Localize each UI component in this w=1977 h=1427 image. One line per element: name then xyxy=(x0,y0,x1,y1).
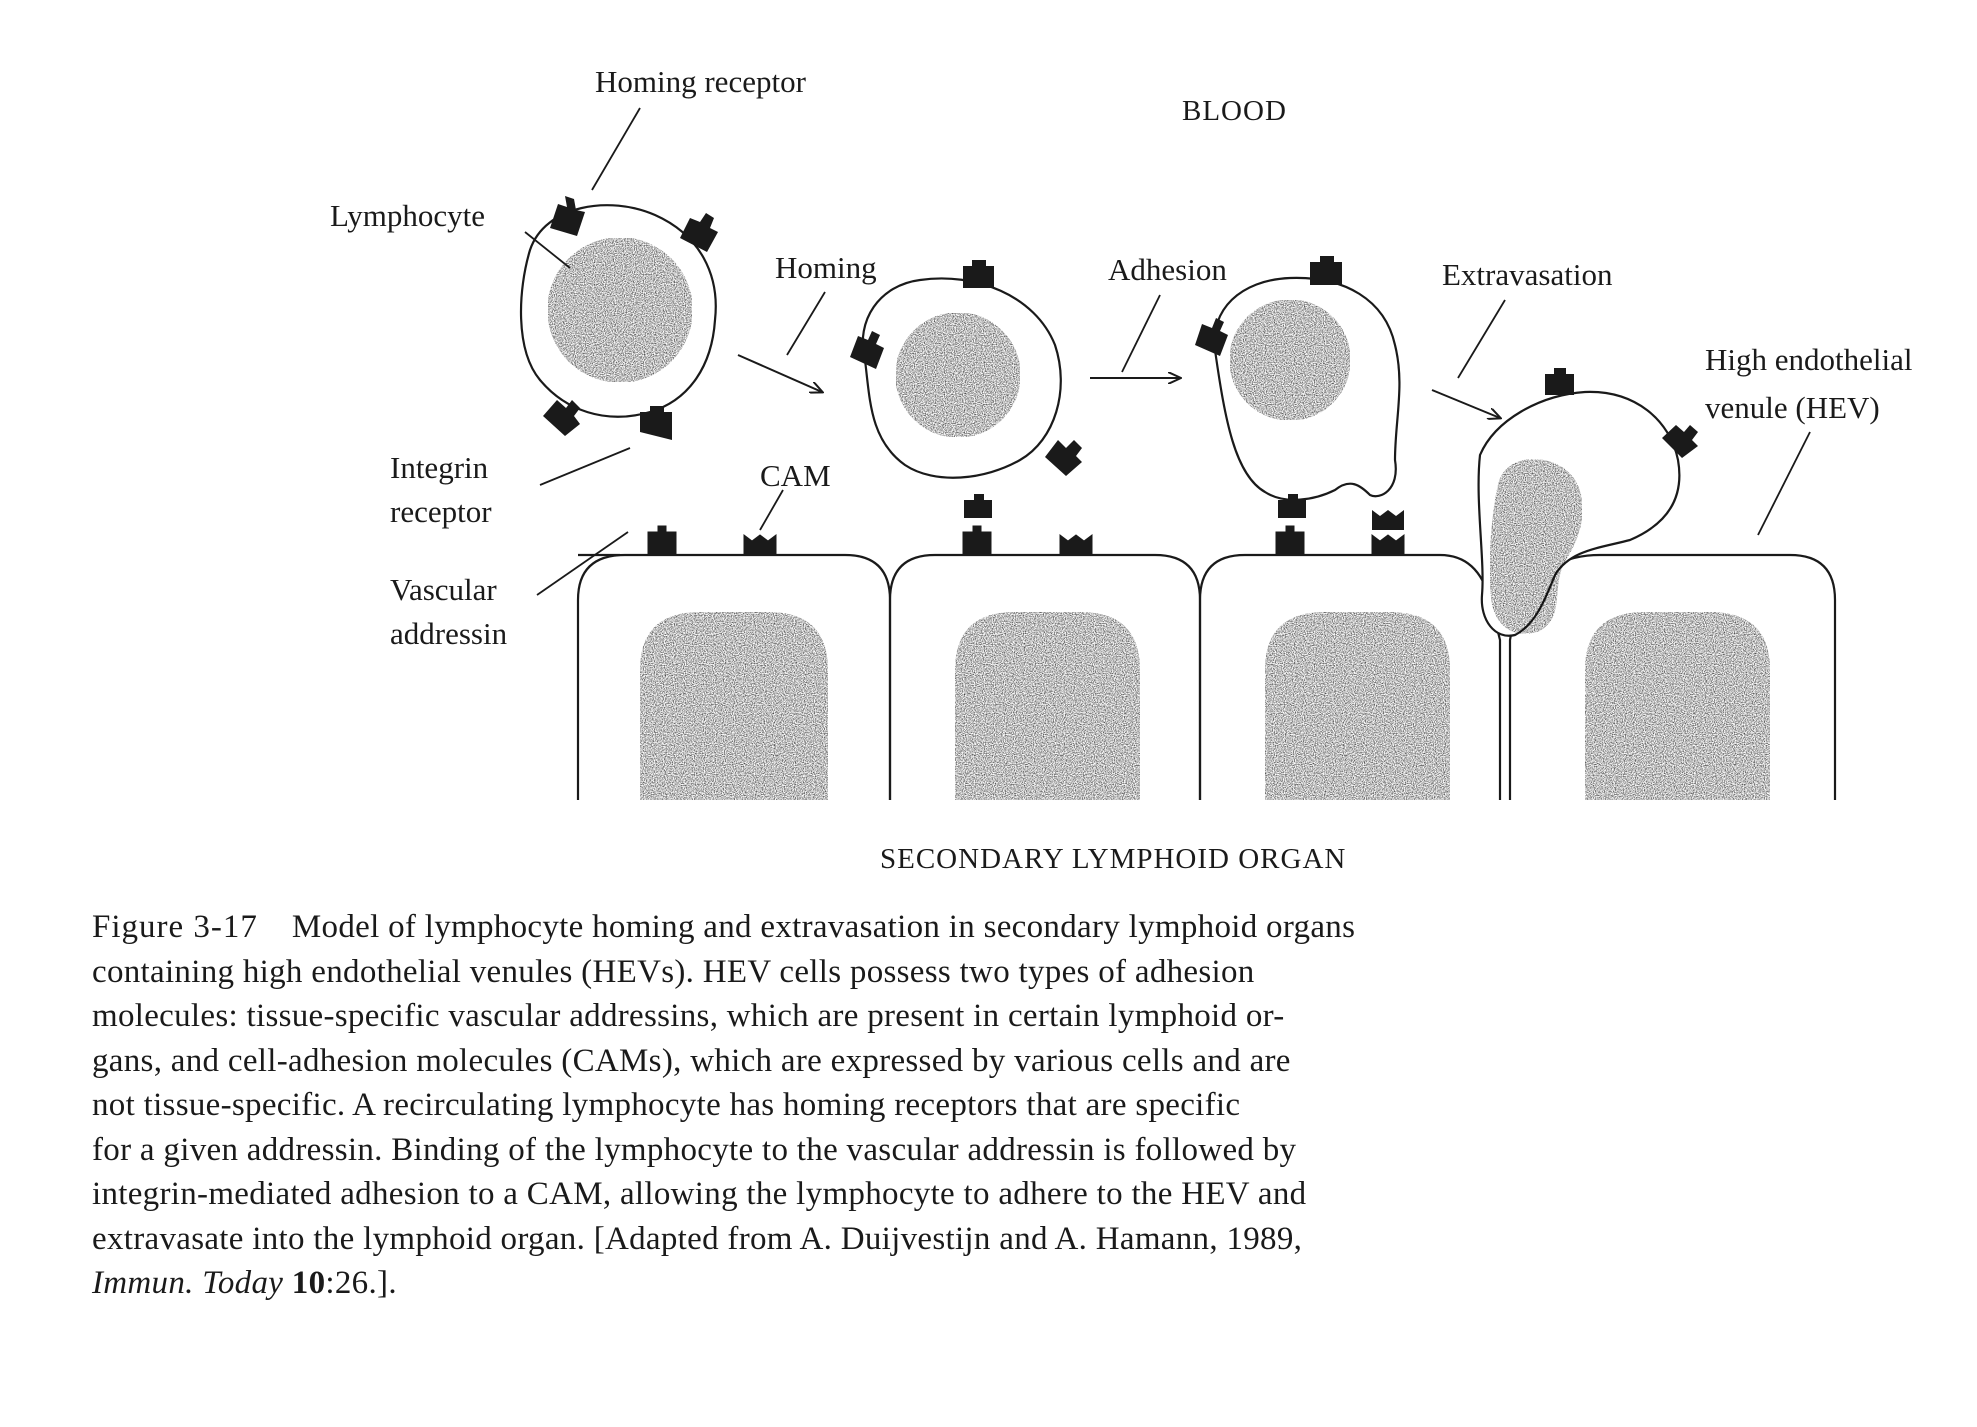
caption-text-line-4: gans, and cell-adhesion molecules (CAMs)… xyxy=(92,1042,1291,1079)
caption-text-line-8: extravasate into the lymphoid organ. [Ad… xyxy=(92,1220,1303,1257)
lymphocyte-nucleus xyxy=(547,237,693,383)
caption-line-1: Figure 3-17 Model of lymphocyte homing an… xyxy=(92,905,1652,950)
hev-nucleus-1 xyxy=(640,612,828,800)
label-integrin-line1: Integrin xyxy=(390,450,489,485)
addressin-3 xyxy=(1275,525,1305,556)
lymphocyte-free xyxy=(519,196,718,440)
label-homing: Homing xyxy=(775,250,877,285)
surface-molecules xyxy=(647,525,1405,556)
addressin-1 xyxy=(647,525,677,556)
caption-text-line-1: Model of lymphocyte homing and extravasa… xyxy=(291,909,1356,945)
citation-page: :26.]. xyxy=(325,1265,397,1301)
hev-nucleus-2 xyxy=(955,612,1140,800)
label-adhesion: Adhesion xyxy=(1108,252,1227,287)
hev-cell-1 xyxy=(576,553,892,800)
arrow-homing xyxy=(737,354,822,392)
hev-nucleus-3 xyxy=(1265,612,1450,800)
label-extravasation: Extravasation xyxy=(1442,257,1613,292)
label-cam: CAM xyxy=(760,458,831,493)
label-integrin-line2: receptor xyxy=(390,494,492,529)
cam-1 xyxy=(743,534,777,556)
lymphocyte-extravasating xyxy=(1477,368,1698,637)
figure-caption: Figure 3-17 Model of lymphocyte homing an… xyxy=(92,905,1652,1306)
figure-label: Figure 3-17 xyxy=(92,909,258,945)
hev-cell-2 xyxy=(888,553,1202,800)
label-hev-line2: venule (HEV) xyxy=(1705,390,1880,425)
citation-journal: Immun. Today xyxy=(92,1265,284,1301)
lymphocyte-homing xyxy=(850,260,1082,518)
caption-text-line-7: integrin-mediated adhesion to a CAM, all… xyxy=(92,1176,1307,1212)
label-hev-line1: High endothelial xyxy=(1705,342,1912,377)
diagram-labels: Homing receptor BLOOD Lymphocyte Homing … xyxy=(330,64,1912,875)
process-arrows xyxy=(737,354,1500,418)
hev-nuclei xyxy=(640,612,1770,800)
addressin-2 xyxy=(962,525,992,556)
label-secondary-lymphoid-organ: SECONDARY LYMPHOID ORGAN xyxy=(880,843,1346,875)
caption-text-line-5: not tissue-specific. A recirculating lym… xyxy=(92,1087,1241,1123)
caption-text-line-3: molecules: tissue-specific vascular addr… xyxy=(92,998,1285,1034)
extravasating-nucleus xyxy=(1489,459,1583,634)
cam-3 xyxy=(1371,534,1405,556)
lymphocyte-adhesion xyxy=(1195,256,1404,530)
leader-lines xyxy=(524,107,1811,596)
arrow-extravasation xyxy=(1431,389,1500,418)
integrin-receptor-marker xyxy=(640,406,672,440)
label-blood: BLOOD xyxy=(1182,95,1287,127)
caption-text-line-2: containing high endothelial venules (HEV… xyxy=(92,953,1255,990)
caption-text-line-6: for a given addressin. Binding of the ly… xyxy=(92,1131,1297,1168)
citation-volume: 10 xyxy=(291,1265,326,1301)
cam-2 xyxy=(1059,534,1093,556)
homing-receptor-marker xyxy=(550,196,585,236)
label-homing-receptor: Homing receptor xyxy=(595,64,807,99)
caption-citation-line: Immun. Today 10:26.]. xyxy=(92,1261,1652,1306)
hev-nucleus-4 xyxy=(1585,612,1770,800)
label-lymphocyte: Lymphocyte xyxy=(330,198,485,233)
label-vascular-line2: addressin xyxy=(390,616,508,651)
label-vascular-line1: Vascular xyxy=(390,572,497,607)
